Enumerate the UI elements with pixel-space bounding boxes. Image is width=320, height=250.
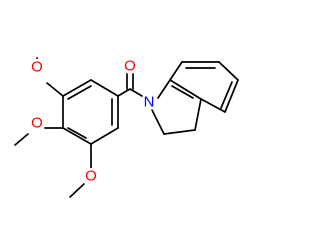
structure-canvas: O N O O O [14, 57, 239, 198]
bond-carbonyl-to-n [129, 88, 143, 97]
bond-ring-to-ome-top [46, 82, 64, 97]
bond-ome-bottom-to-methyl [69, 183, 85, 198]
methoxy-oxygen-top-label: O [31, 59, 43, 76]
bond-ring-a-1 [62, 79, 92, 97]
bond-n-to-c2 [151, 109, 165, 135]
indoline-nitrogen-label: N [144, 94, 155, 111]
bond-ring-a-double-1 [67, 85, 92, 100]
methoxy-oxygen-middle-label: O [31, 115, 43, 132]
bond-c3-to-c3a [194, 98, 202, 131]
bond-n-to-c7a [157, 79, 171, 99]
bonds [14, 57, 239, 198]
bond-c2-to-c3 [163, 129, 196, 135]
bond-benzo-3 [218, 61, 239, 81]
bond-c3a-to-c7a [169, 79, 202, 100]
atom-labels: O N O O O [29, 58, 157, 185]
bond-benzo-5 [200, 98, 226, 113]
carbonyl-oxygen-label: O [124, 58, 136, 75]
bond-ring-a-2 [90, 79, 119, 97]
bond-ring-to-carbonyl [117, 88, 131, 97]
bond-benzo-double-2 [220, 81, 233, 109]
bond-ring-a-4 [90, 127, 119, 145]
bond-benzo-1 [169, 61, 183, 81]
bond-ome-middle-to-methyl [14, 133, 29, 146]
bond-ring-a-5 [62, 127, 92, 145]
bond-benzo-4 [224, 79, 239, 113]
bond-c3a-c7a-inner-double [171, 85, 194, 99]
molecule-drawing: O N O O O [14, 57, 239, 198]
bond-ring-a-double-3 [67, 127, 87, 139]
methoxy-oxygen-bottom-label: O [85, 168, 97, 185]
